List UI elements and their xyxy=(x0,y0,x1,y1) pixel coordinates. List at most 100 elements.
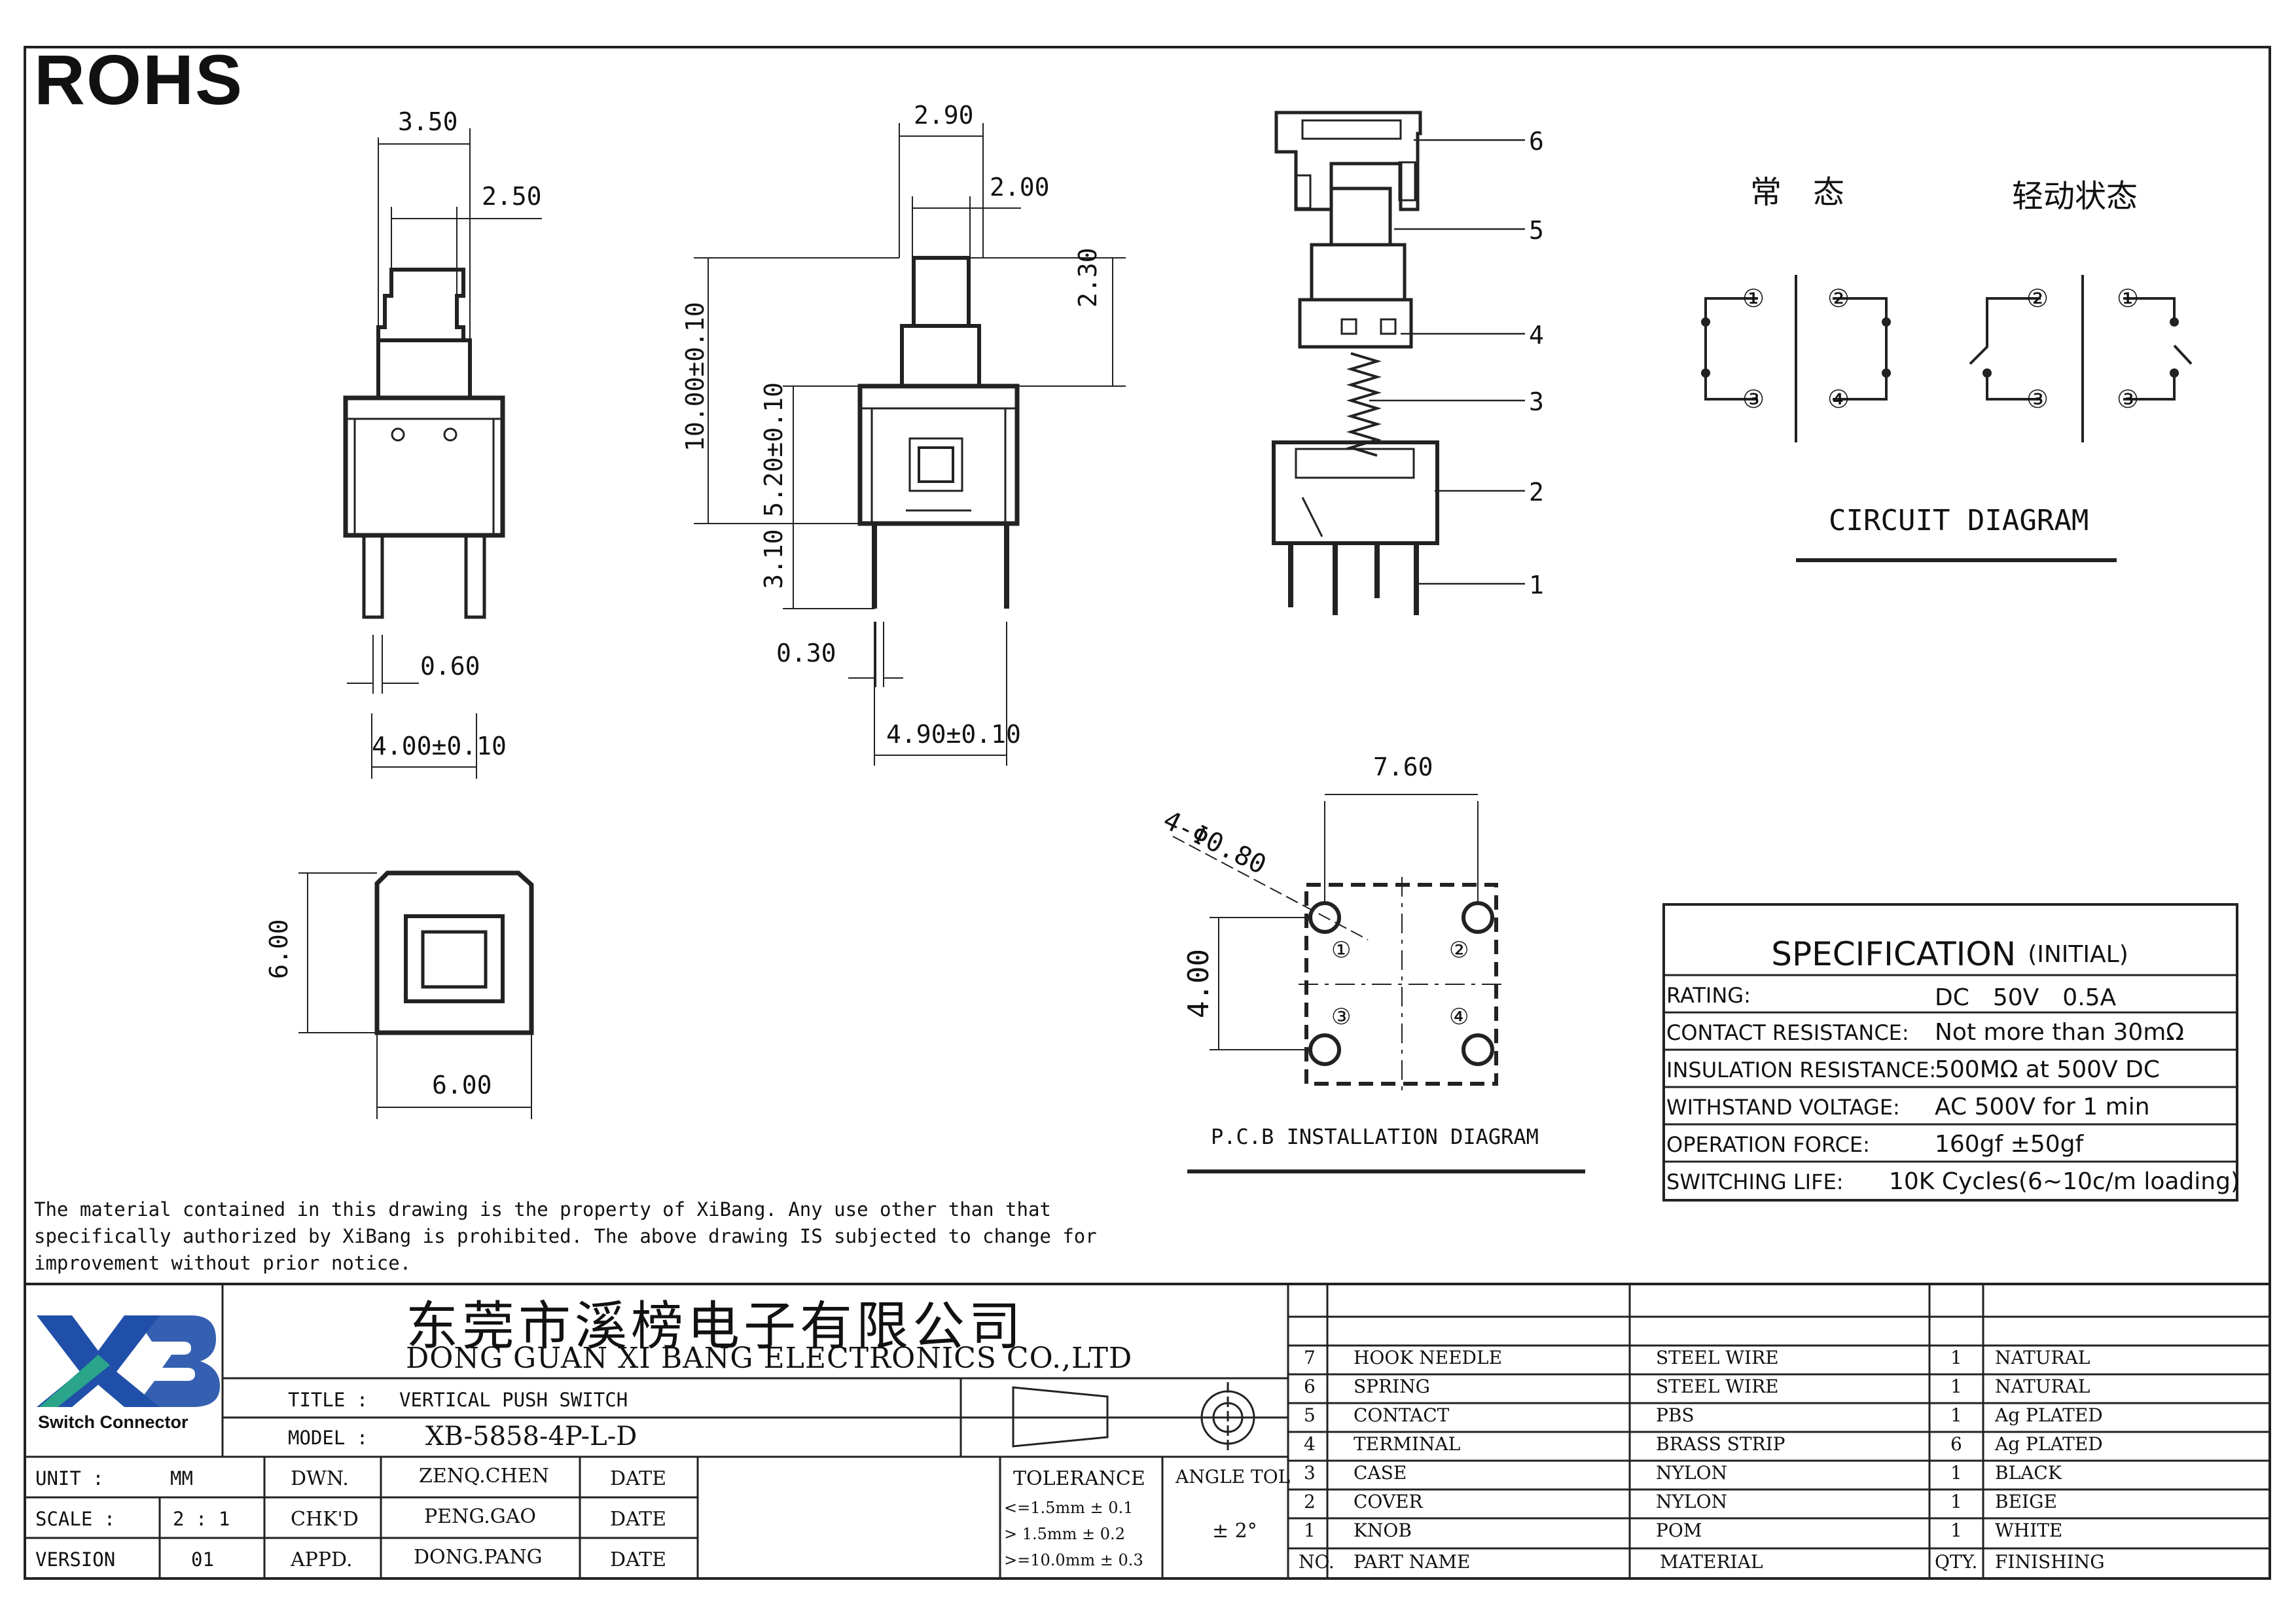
company-name-en: DONG GUAN XI BANG ELECTRONICS CO.,LTD xyxy=(406,1342,1133,1375)
dim-top-width: 6.00 xyxy=(432,1071,492,1099)
spec-title-note: (INITIAL) xyxy=(2028,940,2128,968)
spec-key: OPERATION FORCE: xyxy=(1666,1132,1870,1157)
bom-qty: 1 xyxy=(1950,1491,1962,1512)
bom-header-qty: QTY. xyxy=(1935,1551,1978,1573)
spec-key: INSULATION RESISTANCE: xyxy=(1666,1057,1937,1082)
front-dims xyxy=(347,128,542,779)
spec-key: RATING: xyxy=(1666,982,1751,1008)
company-name-cn: 东莞市溪榜电子有限公司 xyxy=(406,1296,1025,1357)
angle-tol-value: ± 2° xyxy=(1212,1520,1257,1543)
bom-part: SPRING xyxy=(1354,1376,1431,1397)
bom-header-part: PART NAME xyxy=(1354,1551,1471,1573)
circuit-pin-1b: ② xyxy=(2026,284,2049,313)
title-block-lines xyxy=(25,1283,2270,1578)
dwn-value: ZENQ.CHEN xyxy=(419,1465,549,1488)
bom-part: HOOK NEEDLE xyxy=(1354,1347,1503,1368)
dwn-label: DWN. xyxy=(291,1467,349,1490)
dim-front-pin: 0.60 xyxy=(420,652,480,681)
spec-value: 500MΩ at 500V DC xyxy=(1935,1056,2160,1083)
chk-label: CHK'D xyxy=(291,1508,359,1531)
bom-header-no: NO. xyxy=(1299,1551,1335,1573)
bom-qty: 6 xyxy=(1950,1433,1962,1455)
bom-header-material: MATERIAL xyxy=(1660,1551,1763,1573)
dim-pcb-pitch-x: 7.60 xyxy=(1373,753,1433,781)
bom-no: 3 xyxy=(1304,1462,1316,1484)
bom-no: 2 xyxy=(1304,1491,1316,1512)
part-callout-5: 5 xyxy=(1529,216,1544,245)
spec-value: DC 50V 0.5A xyxy=(1935,984,2117,1011)
spec-row: SWITCHING LIFE: 10K Cycles(6~10c/m loadin… xyxy=(1666,1163,2240,1200)
title-label: TITLE : xyxy=(288,1389,368,1411)
appd-value: DONG.PANG xyxy=(414,1546,543,1569)
dim-side-knob: 2.00 xyxy=(990,173,1050,202)
part-callout-3: 3 xyxy=(1529,387,1544,416)
spec-key: SWITCHING LIFE: xyxy=(1666,1169,1844,1194)
chk-value: PENG.GAO xyxy=(424,1505,536,1528)
spec-value: 160gf ±50gf xyxy=(1935,1131,2084,1158)
bom-no: 1 xyxy=(1304,1520,1316,1541)
notice-line: specifically authorized by XiBang is pro… xyxy=(34,1225,1097,1247)
dim-pcb-pitch-y: 4.00 xyxy=(1182,949,1215,1018)
dim-side-body-height: 5.20±0.10 xyxy=(759,382,788,517)
bom-finish: WHITE xyxy=(1995,1520,2063,1541)
bom-material: PBS xyxy=(1656,1404,1695,1426)
rohs-mark: ROHS xyxy=(34,40,244,119)
dim-top-height: 6.00 xyxy=(264,919,293,979)
exploded-leaders xyxy=(1369,139,1525,585)
bom-material: POM xyxy=(1656,1520,1702,1541)
spec-row: RATING: DC 50V 0.5A xyxy=(1666,976,2236,1014)
dim-side-top: 2.90 xyxy=(914,101,974,130)
logo-caption: Switch Connector xyxy=(38,1412,188,1432)
spec-value: 10K Cycles(6~10c/m loading) xyxy=(1889,1168,2240,1195)
circuit-diagram xyxy=(1701,275,2193,562)
bom-material: NYLON xyxy=(1656,1462,1728,1484)
tolerance-line: >=10.0mm ± 0.3 xyxy=(1004,1551,1143,1569)
bom-part: CASE xyxy=(1354,1462,1407,1484)
exploded-view xyxy=(1272,111,1439,615)
bom-part: COVER xyxy=(1354,1491,1423,1512)
title-value: VERTICAL PUSH SWITCH xyxy=(399,1389,628,1411)
dim-front-width: 3.50 xyxy=(398,107,458,136)
bom-finish: NATURAL xyxy=(1995,1376,2090,1397)
part-callout-6: 6 xyxy=(1529,127,1544,156)
dim-side-pitch: 4.90±0.10 xyxy=(886,720,1021,749)
bom-no: 4 xyxy=(1304,1433,1316,1455)
model-label: MODEL : xyxy=(288,1427,368,1449)
spec-table-lines xyxy=(1662,903,2238,1202)
circuit-pin-1a: ① xyxy=(1742,284,1765,313)
spec-title-text: SPECIFICATION xyxy=(1771,935,2017,973)
bom-material: BRASS STRIP xyxy=(1656,1433,1785,1455)
bom-finish: Ag PLATED xyxy=(1995,1404,2103,1426)
circuit-state-normal: 常 态 xyxy=(1750,174,1845,211)
spec-row: CONTACT RESISTANCE:Not more than 30mΩ xyxy=(1666,1014,2236,1051)
spec-value: AC 500V for 1 min xyxy=(1935,1094,2150,1120)
spec-row: INSULATION RESISTANCE:500MΩ at 500V DC xyxy=(1666,1051,2236,1088)
bom-part: TERMINAL xyxy=(1354,1433,1461,1455)
part-callout-2: 2 xyxy=(1529,478,1544,507)
circuit-pin-3a: ③ xyxy=(1742,385,1765,414)
top-view xyxy=(298,870,534,1119)
dim-front-knob: 2.50 xyxy=(482,182,542,211)
bom-qty: 1 xyxy=(1950,1376,1962,1397)
side-dims xyxy=(694,123,1126,766)
scale-label: SCALE : xyxy=(35,1508,116,1530)
dim-side-knob-height: 2.30 xyxy=(1073,247,1102,308)
bom-finish: NATURAL xyxy=(1995,1347,2090,1368)
date-label: DATE xyxy=(610,1548,666,1571)
bom-no: 7 xyxy=(1304,1347,1316,1368)
notice-line: improvement without prior notice. xyxy=(34,1252,412,1274)
spec-table-title: SPECIFICATION (INITIAL) xyxy=(1664,924,2236,984)
bom-part: CONTACT xyxy=(1354,1404,1450,1426)
circuit-pin-4a: ④ xyxy=(1827,385,1850,414)
model-value: XB-5858-4P-L-D xyxy=(425,1421,637,1452)
bom-qty: 1 xyxy=(1950,1520,1962,1541)
front-view xyxy=(343,268,505,619)
spec-row: WITHSTAND VOLTAGE:AC 500V for 1 min xyxy=(1666,1088,2236,1126)
bom-no: 5 xyxy=(1304,1404,1316,1426)
bom-material: NYLON xyxy=(1656,1491,1728,1512)
bom-header-finish: FINISHING xyxy=(1995,1551,2105,1573)
bom-material: STEEL WIRE xyxy=(1656,1376,1779,1397)
sheet-border xyxy=(24,46,2271,1580)
scale-value: 2 : 1 xyxy=(173,1508,230,1530)
dim-side-total-height: 10.00±0.10 xyxy=(681,302,709,452)
